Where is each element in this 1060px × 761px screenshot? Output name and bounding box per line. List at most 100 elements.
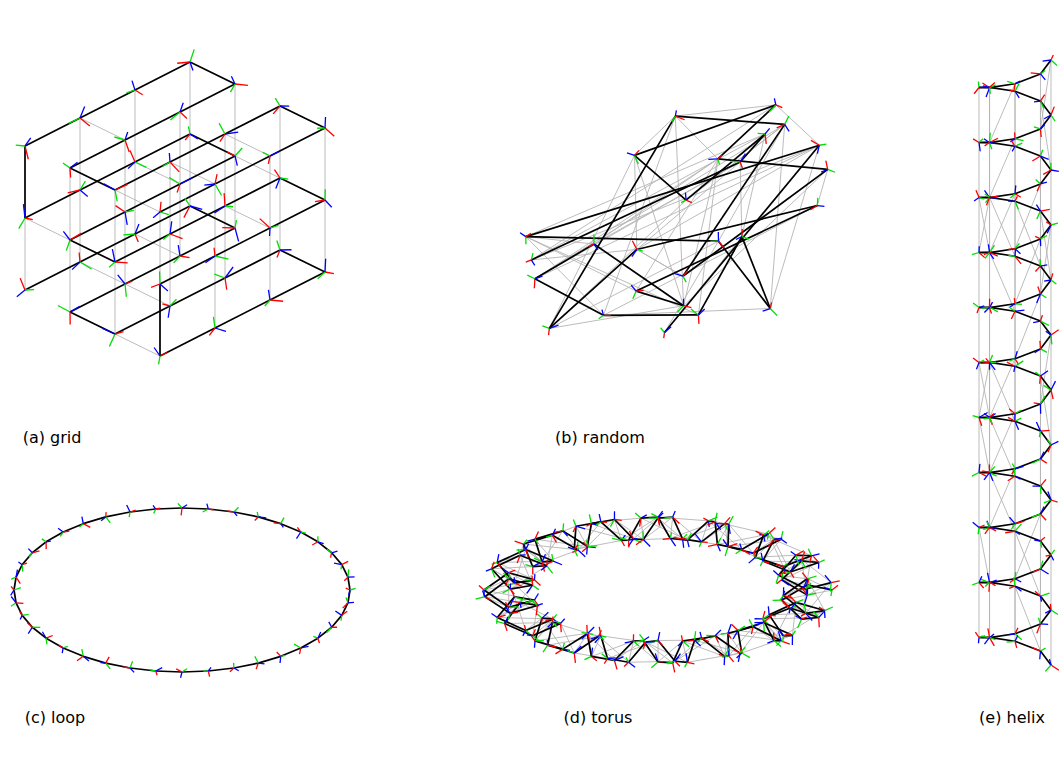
odometry-edge <box>587 524 591 547</box>
loop-graph <box>11 503 356 677</box>
pose-axis <box>832 585 838 590</box>
pose-axis <box>159 356 160 364</box>
pose-axis <box>1031 73 1041 74</box>
pose-axis <box>510 589 514 594</box>
pose-axis <box>1035 372 1040 376</box>
pose-axis <box>819 607 824 611</box>
pose-axis <box>646 641 655 643</box>
pose-axis <box>68 190 80 193</box>
pose-axis <box>548 645 557 647</box>
pose-axis <box>225 278 227 290</box>
pose-axis <box>979 253 985 258</box>
pose-axis <box>1035 591 1040 596</box>
odometry-edge <box>190 62 235 84</box>
pose-axis <box>531 260 534 265</box>
pose-axis <box>526 550 529 557</box>
odometry-edge <box>70 140 125 168</box>
odometry-edge <box>1040 376 1051 390</box>
pose-axis <box>990 355 993 362</box>
pose-axis <box>977 308 979 313</box>
odometry-edge <box>1040 321 1051 335</box>
pose-axis <box>520 233 526 237</box>
odometry-edge <box>332 615 342 627</box>
pose-axis <box>725 649 729 657</box>
pose-axis <box>764 616 771 622</box>
pose-axis <box>599 630 602 636</box>
loop-closure-edge <box>1051 500 1052 555</box>
pose-axis <box>708 544 717 546</box>
pose-axis <box>1032 647 1041 651</box>
odometry-edge <box>990 362 1015 366</box>
loop-closure-edge <box>1015 201 1040 266</box>
odometry-edge <box>1015 311 1040 321</box>
pose-axis <box>225 205 233 207</box>
pose-axis <box>990 82 995 87</box>
pose-axis <box>973 139 979 143</box>
pose-axis <box>718 232 719 241</box>
subfigure-caption: (a) grid <box>21 428 84 447</box>
odometry-edge <box>301 638 318 648</box>
pose-axis <box>1037 294 1041 303</box>
odometry-edge <box>190 206 235 228</box>
loop-closure-edge <box>729 627 753 656</box>
loop-closure-edge <box>1015 586 1040 651</box>
pose-axis <box>531 576 533 585</box>
odometry-edge <box>990 87 1015 91</box>
pose-axis <box>586 524 591 527</box>
pose-axis <box>590 636 598 639</box>
pose-axis <box>761 553 763 561</box>
loop-closure-edge <box>658 641 683 662</box>
odometry-edge <box>1040 445 1051 459</box>
pose-axis <box>821 169 828 172</box>
pose-axis <box>1039 376 1041 384</box>
pose-axis <box>11 590 14 595</box>
pose-axis <box>1007 81 1015 83</box>
pose-axis <box>741 229 743 237</box>
pose-axis <box>1033 321 1040 323</box>
pose-axis <box>135 90 143 95</box>
odometry-edge <box>70 312 115 334</box>
pose-axis <box>974 198 979 201</box>
odometry-edge <box>115 306 170 334</box>
pose-axis <box>560 623 562 632</box>
pose-axis <box>631 285 636 291</box>
pose-axis <box>629 662 636 667</box>
pose-axis <box>982 471 989 473</box>
pose-axis <box>273 106 280 114</box>
pose-axis <box>182 669 187 672</box>
loop-closure-edge <box>235 84 236 156</box>
pose-axis <box>628 540 630 547</box>
pose-axis <box>180 256 189 258</box>
loop-closure-edge <box>235 156 280 178</box>
pose-axis <box>169 153 171 162</box>
pose-axis <box>170 234 183 239</box>
pose-axis <box>79 524 83 527</box>
pose-axis <box>806 613 812 620</box>
loop-closure-edge <box>280 178 281 250</box>
odometry-edge <box>574 636 598 653</box>
pose-axis <box>346 597 348 602</box>
pose-axis <box>125 212 127 225</box>
loop-closure-edge <box>990 359 1015 418</box>
pose-axis <box>42 539 46 542</box>
loop-closure-edge <box>1051 280 1052 335</box>
loop-closure-edge <box>225 206 270 228</box>
odometry-edge <box>717 544 741 549</box>
pose-axis <box>546 535 552 537</box>
odometry-edge <box>727 524 729 547</box>
pose-axis <box>325 272 334 274</box>
loop-closure-edge <box>742 635 793 653</box>
odometry-edge <box>83 517 105 524</box>
pose-axis <box>561 619 565 624</box>
pose-axis <box>651 514 658 518</box>
pose-axis <box>270 151 279 156</box>
loop-closure-edge <box>520 602 561 623</box>
pose-axis <box>661 328 665 333</box>
odometry-edge <box>170 134 225 162</box>
odometry-edge <box>14 577 16 590</box>
pose-axis <box>263 152 270 156</box>
pose-axis <box>658 641 663 646</box>
odometry-edge <box>16 603 22 616</box>
pose-axis <box>503 573 508 579</box>
pose-axis <box>984 190 989 197</box>
